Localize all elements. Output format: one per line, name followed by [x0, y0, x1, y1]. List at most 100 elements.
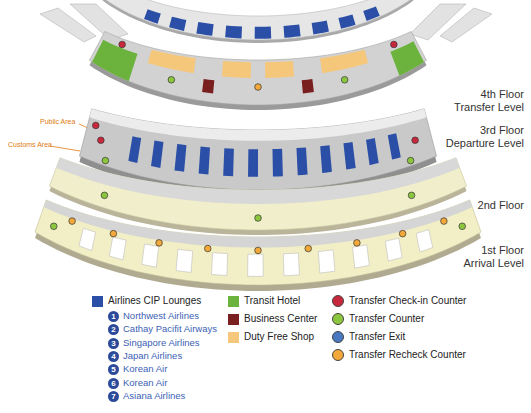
airline-name: Cathay Pacifit Airways — [123, 323, 217, 335]
baggage-carousel — [109, 237, 126, 260]
duty-free-shop — [320, 50, 368, 73]
callout-number: 4 — [108, 351, 119, 362]
callout-number: 2 — [108, 324, 119, 335]
legend-text: Business Center — [244, 313, 317, 325]
pier-wing — [40, 8, 96, 42]
legend-dot — [332, 295, 344, 307]
airline-name-box: Northwest Airlines — [123, 310, 199, 322]
facility-dot — [69, 218, 76, 225]
airline-name-box: Cathay Pacifit Airways — [123, 323, 217, 335]
checkin-island — [223, 148, 234, 176]
airline-name-box: Japan Airlines — [123, 350, 182, 362]
airline-name-box: Singapore Airlines — [123, 337, 200, 349]
floor-1-plate — [35, 200, 481, 285]
duty-free-shop — [265, 61, 294, 78]
legend-entry: Transfer Counter — [332, 313, 424, 325]
floor-label: 3rd Floor Departure Level — [434, 124, 524, 150]
area-label: Public Area — [40, 118, 75, 125]
facility-dot — [102, 157, 109, 164]
legend-text: Transit Hotel — [244, 295, 300, 307]
callout-number: 3 — [108, 338, 119, 349]
floor-label-box: 2nd Floor — [444, 199, 524, 212]
legend-swatch — [228, 296, 239, 307]
cip-lounge — [169, 17, 186, 31]
cip-lounge — [338, 14, 355, 28]
floor-label-box: 4th Floor Transfer Level — [444, 88, 524, 114]
floor-2-inner — [56, 158, 459, 204]
callout-number-box: 3 — [108, 338, 119, 349]
legend-entry: Duty Free Shop — [228, 331, 314, 343]
facility-dot — [305, 245, 312, 252]
facility-dot — [255, 247, 262, 254]
baggage-carousel — [142, 244, 159, 267]
legend-text: Transfer Exit — [349, 331, 405, 343]
facility-dot — [407, 157, 414, 164]
checkin-island — [366, 138, 379, 165]
airline-name: Korean Air — [123, 377, 167, 389]
legend-entry: Business Center — [228, 313, 317, 325]
floor-3-walkway — [90, 109, 427, 141]
area-label: Customs Area — [8, 141, 52, 148]
airline-name-box: Asiana Airlines — [123, 390, 185, 402]
baggage-carousel — [318, 250, 335, 273]
legend-swatch — [228, 314, 239, 325]
facility-dot — [50, 223, 57, 230]
business-center — [202, 79, 214, 93]
concourse-floor — [102, 0, 413, 40]
legend-text: Transfer Check-in Counter — [349, 295, 466, 307]
checkin-island — [174, 144, 186, 172]
cip-lounge — [255, 27, 272, 39]
transit-hotel — [390, 41, 424, 75]
cip-lounge — [144, 9, 161, 23]
callout-number-box: 5 — [108, 364, 119, 375]
callout-number-box: 4 — [108, 351, 119, 362]
callout-number-box: 6 — [108, 378, 119, 389]
leader-line — [50, 146, 80, 151]
floor-label: 1st Floor Arrival Level — [452, 244, 524, 270]
checkin-island — [151, 141, 163, 168]
callout-number: 1 — [108, 311, 119, 322]
cip-lounge — [312, 20, 329, 34]
business-center — [302, 79, 314, 93]
callout-number-box: 2 — [108, 324, 119, 335]
facility-dot — [101, 192, 108, 199]
facility-dot — [92, 122, 99, 129]
duty-free-shop — [148, 50, 196, 73]
legend-dot — [332, 349, 344, 361]
legend-dot — [332, 331, 344, 343]
airline-name: Japan Airlines — [123, 350, 182, 362]
callout-number: 7 — [108, 391, 119, 402]
baggage-carousel — [385, 238, 402, 261]
facility-dot — [204, 245, 211, 252]
airline-name: Northwest Airlines — [123, 310, 199, 322]
airline-name: Asiana Airlines — [123, 390, 185, 402]
facility-dot — [119, 41, 126, 48]
facility-dot — [341, 77, 348, 84]
legend-entry: Transfer Recheck Counter — [332, 349, 466, 361]
facility-dot — [156, 240, 163, 247]
baggage-carousel — [416, 230, 433, 252]
checkin-island — [296, 147, 307, 175]
facility-dot — [98, 137, 105, 144]
legend-entry: Transfer Exit — [332, 331, 405, 343]
baggage-carousel — [283, 253, 299, 276]
cip-lounge — [196, 22, 213, 36]
legend-entry: Airlines CIP Lounges — [92, 295, 201, 307]
floor-label: 4th Floor Transfer Level — [444, 88, 524, 114]
cip-lounge — [225, 25, 242, 38]
checkin-island — [320, 145, 332, 173]
checkin-island — [388, 133, 401, 159]
facility-dot — [412, 137, 419, 144]
cip-lounge — [363, 6, 380, 20]
checkin-island — [199, 147, 210, 175]
facility-dot — [255, 84, 262, 91]
legend-text: Transfer Recheck Counter — [349, 349, 466, 361]
cip-lounge — [284, 25, 301, 38]
callout-number-box: 7 — [108, 391, 119, 402]
legend-entry: Transit Hotel — [228, 295, 300, 307]
callout-number: 5 — [108, 364, 119, 375]
baggage-carousel — [176, 249, 193, 272]
airline-name-box: Korean Air — [123, 377, 167, 389]
duty-free-shop — [222, 61, 251, 78]
